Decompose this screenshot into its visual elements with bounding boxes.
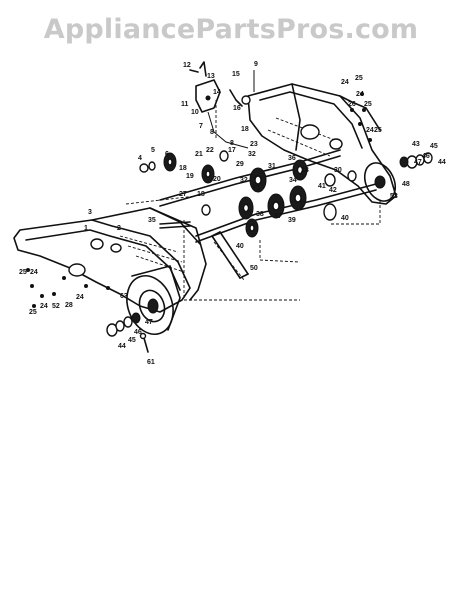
part-label-p46b: 46 [134, 329, 142, 336]
part-label-p42: 42 [329, 187, 337, 194]
part-label-p39: 39 [288, 217, 296, 224]
part-label-p21: 21 [195, 151, 203, 158]
shift-bracket [189, 61, 255, 149]
part-label-p61: 61 [147, 359, 155, 366]
part-label-p34: 34 [289, 177, 297, 184]
assembly-guide-lines [125, 100, 381, 301]
part-label-p35: 35 [148, 217, 156, 224]
part-label-p13: 13 [207, 73, 215, 80]
part-label-p25c: 25 [374, 127, 382, 134]
part-label-p18b: 18 [179, 165, 187, 172]
part-label-p45a: 45 [430, 143, 438, 150]
part-label-p36: 36 [288, 155, 296, 162]
part-label-p25b: 25 [364, 101, 372, 108]
part-label-p25d: 25 [19, 269, 27, 276]
part-label-p24b: 24 [356, 91, 364, 98]
part-label-p12a: 12 [183, 62, 191, 69]
part-label-p19: 19 [186, 173, 194, 180]
part-label-p32a: 32 [248, 151, 256, 158]
part-label-p37: 37 [274, 213, 282, 220]
right-housing-half [247, 83, 397, 205]
gear-set [139, 150, 357, 238]
part-label-p4: 4 [138, 155, 142, 162]
part-label-p63: 63 [120, 293, 128, 300]
part-label-p32b: 32 [240, 177, 248, 184]
shaft-35 [159, 204, 211, 229]
part-label-p28: 28 [301, 167, 309, 174]
watermark-text: AppliancePartsPros.com [43, 14, 419, 45]
part-label-p25e: 25 [29, 309, 37, 316]
part-label-p26: 26 [348, 101, 356, 108]
part-label-p11: 11 [181, 101, 189, 108]
part-label-p53: 53 [390, 193, 398, 200]
part-label-p3: 3 [88, 209, 92, 216]
part-label-p25a: 25 [355, 75, 363, 82]
part-label-p18a: 18 [241, 126, 249, 133]
part-label-p6: 6 [165, 151, 169, 158]
part-label-p5: 5 [151, 147, 155, 154]
part-label-p47b: 47 [145, 319, 153, 326]
part-label-p47a: 47 [414, 159, 422, 166]
part-label-p24e: 24 [40, 303, 48, 310]
part-label-p41: 41 [318, 183, 326, 190]
part-label-p24d: 24 [30, 269, 38, 276]
part-label-p29: 29 [236, 161, 244, 168]
part-label-p38: 38 [256, 211, 264, 218]
part-label-p8b: 8 [230, 140, 234, 147]
part-label-p44b: 44 [118, 343, 126, 350]
part-label-p17: 17 [228, 147, 236, 154]
part-label-p28b: 28 [65, 302, 73, 309]
part-label-p27: 27 [179, 191, 187, 198]
part-label-p33: 33 [252, 185, 260, 192]
part-label-p16: 16 [233, 105, 241, 112]
left-housing-plate [13, 207, 207, 313]
part-label-p7: 7 [199, 123, 203, 130]
part-label-p10: 10 [191, 109, 199, 116]
left-hub-assembly [126, 265, 181, 335]
part-label-p48: 48 [402, 181, 410, 188]
part-label-p9: 9 [254, 61, 258, 68]
part-label-p14: 14 [213, 89, 221, 96]
part-label-p15a: 15 [232, 71, 240, 78]
part-label-p22: 22 [206, 147, 214, 154]
part-label-p30: 30 [334, 167, 342, 174]
part-label-p24c: 24 [366, 127, 374, 134]
part-label-p8a: 8 [210, 129, 214, 136]
part-label-p18c: 18 [197, 191, 205, 198]
part-label-p46a: 46 [422, 153, 430, 160]
part-label-p40b: 40 [236, 243, 244, 250]
part-label-p40: 40 [341, 215, 349, 222]
part-label-p23: 23 [250, 141, 258, 148]
part-label-p24f: 24 [76, 294, 84, 301]
drive-shaft [159, 149, 377, 243]
part-label-p24a: 24 [341, 79, 349, 86]
part-label-p43a: 43 [412, 141, 420, 148]
part-label-p50: 50 [250, 265, 258, 272]
lower-hub-hardware [106, 312, 149, 353]
right-hub-hardware [360, 92, 433, 197]
part-label-p20: 20 [213, 176, 221, 183]
part-label-p44a: 44 [438, 159, 446, 166]
part-label-p31: 31 [268, 163, 276, 170]
part-label-p1: 1 [84, 225, 88, 232]
part-label-p45b: 45 [128, 337, 136, 344]
part-label-p52: 52 [52, 303, 60, 310]
drive-chain [211, 231, 249, 281]
lower-left-fasteners [26, 268, 56, 308]
part-label-p2: 2 [117, 225, 121, 232]
